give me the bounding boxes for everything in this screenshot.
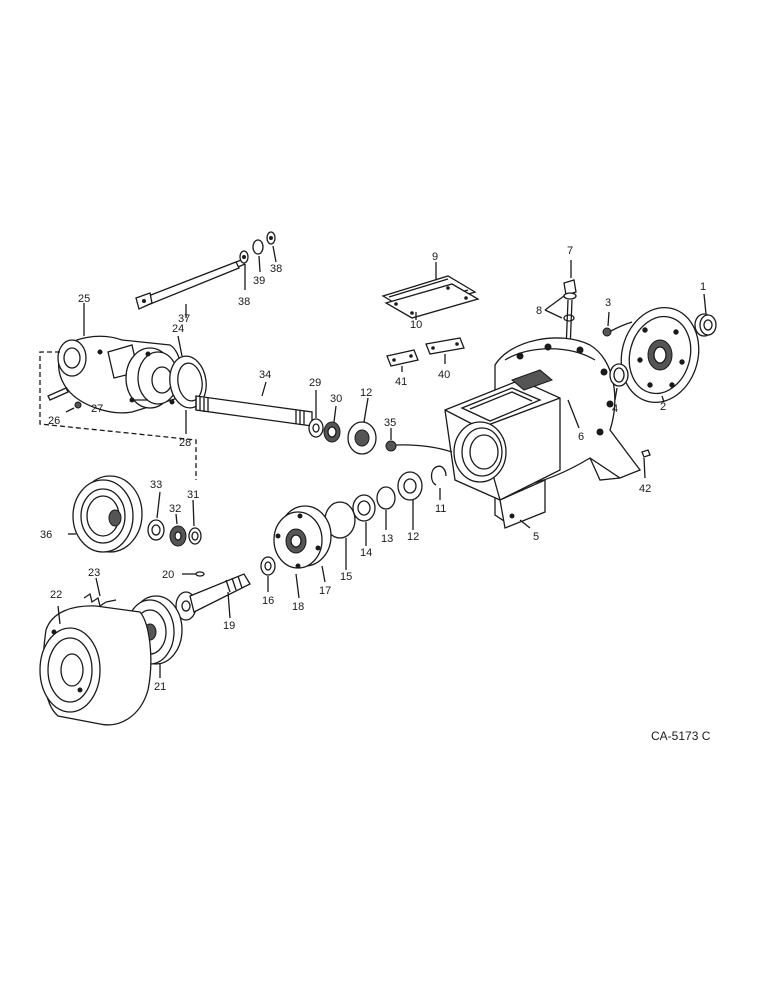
callout-37: 37 xyxy=(178,313,190,325)
callout-42: 42 xyxy=(639,483,651,495)
callout-34: 34 xyxy=(259,369,271,381)
callout-11: 11 xyxy=(435,503,446,515)
part-pin-42 xyxy=(641,449,651,458)
callout-27: 27 xyxy=(91,403,103,415)
callout-23: 23 xyxy=(88,567,100,579)
callout-39: 39 xyxy=(253,275,265,287)
part-sheave-36 xyxy=(72,475,143,553)
callout-5: 5 xyxy=(533,531,539,543)
part-housing-22 xyxy=(39,605,152,726)
part-bearing-30 xyxy=(323,421,341,443)
callout-1: 1 xyxy=(700,281,706,293)
part-pin-20 xyxy=(182,571,205,577)
callout-19: 19 xyxy=(223,620,235,632)
part-seal-4 xyxy=(609,363,629,387)
callout-35: 35 xyxy=(384,417,396,429)
leader-lines xyxy=(57,245,707,678)
callout-31: 31 xyxy=(187,489,199,501)
callout-6: 6 xyxy=(578,431,584,443)
part-shaft-34 xyxy=(195,395,313,427)
part-washers-38-39 xyxy=(239,231,276,264)
callout-32: 32 xyxy=(169,503,181,515)
part-plate-41 xyxy=(386,349,419,367)
callout-30: 30 xyxy=(330,393,342,405)
part-ring-13 xyxy=(376,486,396,510)
part-ring-11 xyxy=(430,465,447,486)
callout-36: 36 xyxy=(40,529,52,541)
assembly-dashed-line xyxy=(39,351,197,480)
callout-10: 10 xyxy=(410,319,422,331)
callout-12b: 12 xyxy=(407,531,419,543)
callout-24: 24 xyxy=(172,323,184,335)
callout-4: 4 xyxy=(612,403,618,415)
callout-15: 15 xyxy=(340,571,352,583)
part-nut-27 xyxy=(74,401,82,409)
callout-13: 13 xyxy=(381,533,393,545)
part-bearing-29 xyxy=(308,418,324,438)
callout-12a: 12 xyxy=(360,387,372,399)
part-bearing-1 xyxy=(694,313,717,337)
callout-20: 20 xyxy=(162,569,174,581)
part-gear-12-upper xyxy=(347,421,377,455)
callout-17: 17 xyxy=(319,585,331,597)
part-gear-12-lower xyxy=(397,471,423,501)
callout-29: 29 xyxy=(309,377,321,389)
part-seal-33 xyxy=(147,519,165,541)
callout-38a: 38 xyxy=(238,296,250,308)
callout-28: 28 xyxy=(179,437,191,449)
part-rod-37 xyxy=(135,258,246,310)
callout-21: 21 xyxy=(154,681,166,693)
part-race-31 xyxy=(188,527,202,545)
part-plate-40 xyxy=(425,337,465,355)
callout-2: 2 xyxy=(660,401,666,413)
part-pin-26 xyxy=(47,387,69,401)
part-pump-25 xyxy=(57,335,183,414)
callout-40: 40 xyxy=(438,369,450,381)
part-nut-3 xyxy=(602,321,633,337)
part-bearing-32 xyxy=(169,525,187,547)
callout-14: 14 xyxy=(360,547,372,559)
callout-8: 8 xyxy=(536,305,542,317)
callout-22: 22 xyxy=(50,589,62,601)
callout-9: 9 xyxy=(432,251,438,263)
callout-26: 26 xyxy=(48,415,60,427)
callout-25: 25 xyxy=(78,293,90,305)
part-nut-35 xyxy=(385,440,453,453)
callout-33: 33 xyxy=(150,479,162,491)
part-shaft-19 xyxy=(175,573,251,621)
part-gasket-10 xyxy=(384,283,480,319)
callout-3: 3 xyxy=(605,297,611,309)
callout-41: 41 xyxy=(395,376,407,388)
part-housing-5 xyxy=(444,337,642,529)
figure-code: CA-5173 C xyxy=(651,729,711,743)
callout-18: 18 xyxy=(292,601,304,613)
callout-7: 7 xyxy=(567,245,573,257)
part-seal-16 xyxy=(260,556,276,576)
part-clutch-17 xyxy=(273,505,332,569)
callout-16: 16 xyxy=(262,595,274,607)
part-gasket-24 xyxy=(169,355,207,409)
part-bearing-14 xyxy=(352,494,376,522)
callout-38b: 38 xyxy=(270,263,282,275)
part-spring-23 xyxy=(83,592,117,608)
part-clutch-disc-2 xyxy=(620,306,700,404)
callout-labels: 1 2 3 4 5 6 7 8 9 10 11 12 12 13 14 15 1… xyxy=(40,245,706,693)
